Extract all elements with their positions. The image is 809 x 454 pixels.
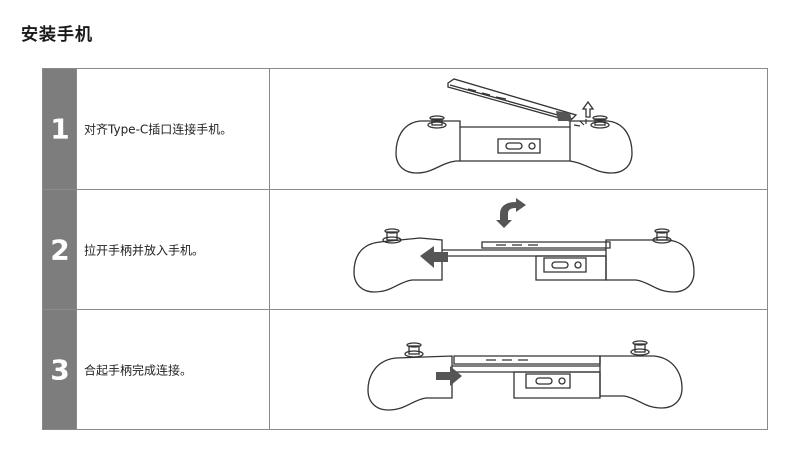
step-description-cell: 对齐Type-C插口连接手机。 bbox=[77, 69, 270, 189]
step-description-cell: 拉开手柄并放入手机。 bbox=[77, 190, 270, 309]
step-number-cell: 1 bbox=[43, 69, 77, 189]
step-description: 合起手柄完成连接。 bbox=[84, 363, 193, 377]
align-usb-c-illustration bbox=[270, 69, 767, 189]
step-number-cell: 2 bbox=[43, 190, 77, 309]
step-number: 3 bbox=[50, 353, 70, 386]
close-controller-complete-illustration bbox=[270, 310, 767, 429]
instruction-table: 1 对齐Type-C插口连接手机。 bbox=[42, 68, 768, 430]
controller-phone-drawing-2 bbox=[353, 198, 695, 293]
step-row-2: 2 拉开手柄并放入手机。 bbox=[43, 190, 767, 310]
step-description-cell: 合起手柄完成连接。 bbox=[77, 310, 270, 429]
step-number: 1 bbox=[50, 112, 70, 146]
step-number-cell: 3 bbox=[43, 310, 77, 429]
step-number: 2 bbox=[50, 233, 70, 266]
step-description: 对齐Type-C插口连接手机。 bbox=[84, 122, 233, 137]
step-row-3: 3 合起手柄完成连接。 bbox=[43, 310, 767, 429]
extend-controller-insert-phone-illustration bbox=[270, 190, 767, 309]
step-description: 拉开手柄并放入手机。 bbox=[84, 243, 205, 257]
page-title: 安装手机 bbox=[21, 25, 93, 45]
controller-phone-drawing-3 bbox=[367, 340, 683, 411]
step-row-1: 1 对齐Type-C插口连接手机。 bbox=[43, 69, 767, 190]
controller-phone-drawing-1 bbox=[395, 78, 633, 174]
